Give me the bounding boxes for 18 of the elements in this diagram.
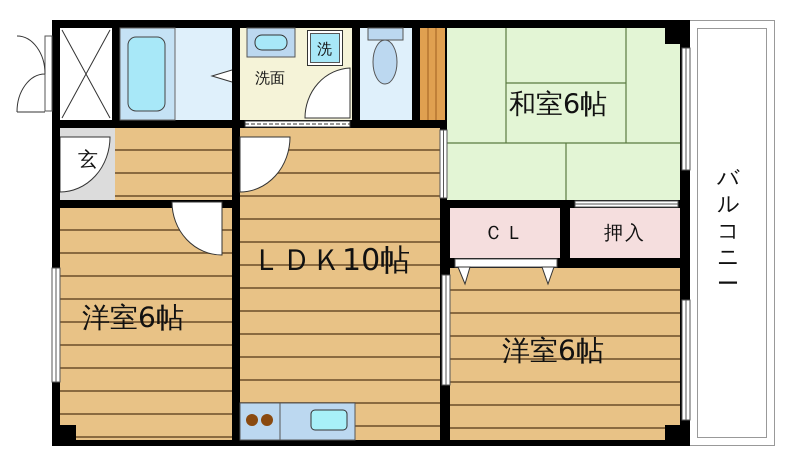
room-label: 洋室6帖	[82, 303, 184, 334]
balcony	[690, 20, 775, 446]
room-label: 押入	[603, 222, 647, 244]
room-label: バルコニー	[717, 166, 739, 298]
room-label: 洗面	[255, 70, 285, 86]
room-label: 洗	[316, 40, 334, 58]
room-label: 和室6帖	[509, 90, 608, 120]
bedroom	[450, 268, 680, 440]
room-label: ＣＬ	[483, 222, 527, 244]
room-label: 玄	[78, 148, 98, 170]
room-label: 洋室6帖	[502, 336, 604, 367]
closet	[450, 208, 560, 258]
living-room	[240, 128, 440, 440]
washer-space	[307, 30, 343, 66]
entrance	[60, 128, 115, 200]
bedroom	[60, 208, 232, 440]
closet	[570, 208, 680, 258]
room-label: ＬＤＫ10帖	[252, 244, 410, 277]
